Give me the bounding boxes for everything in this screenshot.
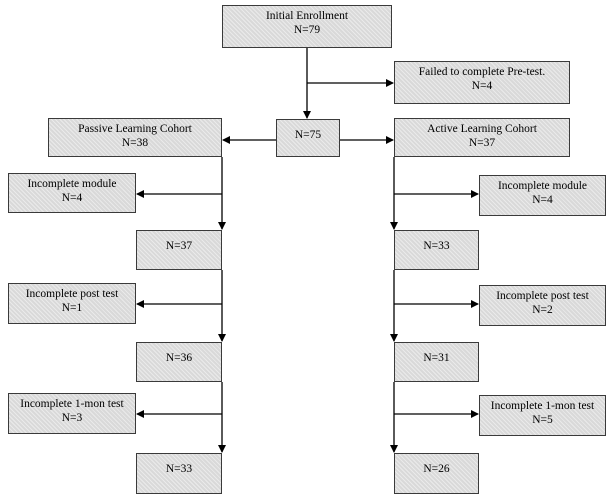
passive-excl-post-box: Incomplete post test N=1 [8,283,136,324]
active-after-post-n: N=31 [423,352,450,364]
initial-enrollment-box: Initial Enrollment N=79 [222,5,392,48]
active-after-module-n: N=33 [423,240,450,252]
active-excl-post-n: N=2 [532,304,553,316]
failed-pretest-n: N=4 [471,80,493,92]
failed-pretest-box: Failed to complete Pre-test. N=4 [394,61,570,104]
active-final-n: N=26 [423,463,450,475]
active-after-module-box: N=33 [394,230,479,270]
passive-excl-post-n: N=1 [61,302,83,314]
active-excl-module-box: Incomplete module N=4 [479,175,606,216]
passive-excl-1mon-box: Incomplete 1-mon test N=3 [8,393,136,434]
passive-cohort-box: Passive Learning Cohort N=38 [48,118,222,157]
passive-excl-1mon-n: N=3 [61,412,83,424]
active-excl-1mon-box: Incomplete 1-mon test N=5 [479,395,606,436]
passive-after-post-box: N=36 [136,342,222,382]
passive-after-module-box: N=37 [136,230,222,270]
active-after-post-box: N=31 [394,342,479,382]
initial-enrollment-n: N=79 [293,24,321,36]
passive-after-post-n: N=36 [165,352,193,364]
passive-excl-1mon-label: Incomplete 1-mon test [20,398,124,410]
active-excl-1mon-label: Incomplete 1-mon test [490,400,595,412]
active-cohort-n: N=37 [468,137,496,149]
passive-final-box: N=33 [136,453,222,494]
after-pretest-box: N=75 [276,119,340,157]
after-pretest-n: N=75 [294,129,322,141]
passive-final-n: N=33 [165,463,193,475]
passive-cohort-n: N=38 [121,137,149,149]
active-excl-post-label: Incomplete post test [496,290,589,302]
active-final-box: N=26 [394,453,479,494]
passive-excl-module-label: Incomplete module [27,178,117,190]
passive-excl-module-box: Incomplete module N=4 [8,173,136,213]
passive-excl-post-label: Incomplete post test [25,288,119,300]
passive-excl-module-n: N=4 [61,192,83,204]
active-excl-module-label: Incomplete module [497,180,588,192]
active-excl-1mon-n: N=5 [532,414,553,426]
active-excl-post-box: Incomplete post test N=2 [479,285,606,326]
failed-pretest-label: Failed to complete Pre-test. [418,66,546,78]
active-cohort-box: Active Learning Cohort N=37 [394,118,570,157]
active-cohort-label: Active Learning Cohort [427,123,537,135]
passive-cohort-label: Passive Learning Cohort [78,123,192,135]
initial-enrollment-label: Initial Enrollment [265,10,349,22]
active-excl-module-n: N=4 [532,194,553,206]
passive-after-module-n: N=37 [165,240,193,252]
